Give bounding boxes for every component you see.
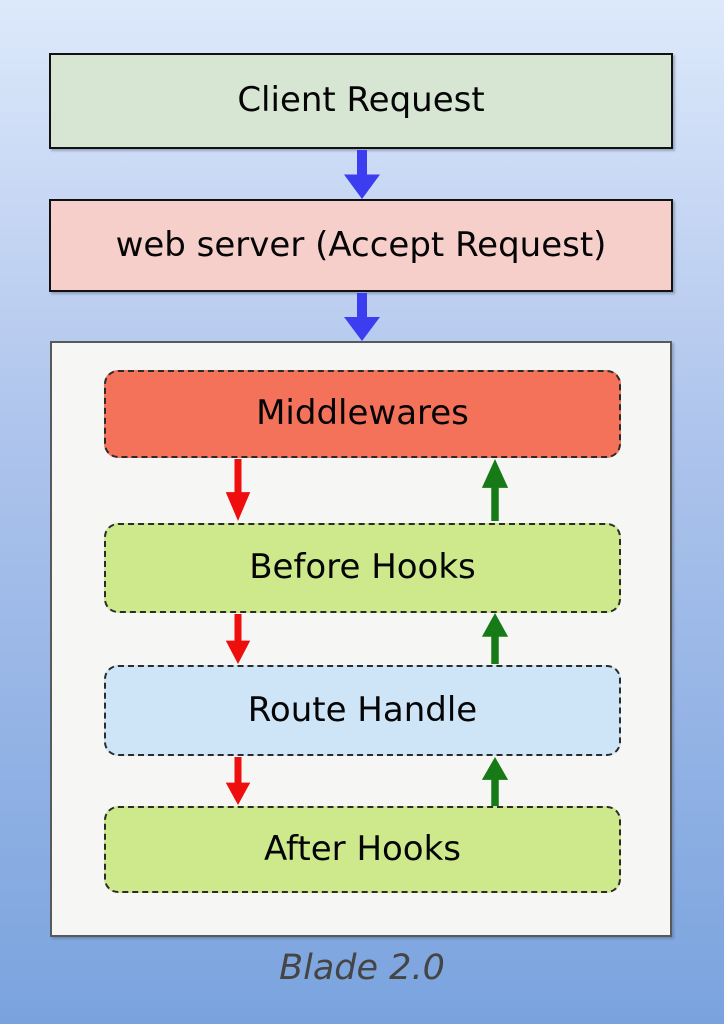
blue-arrow-down-icon	[344, 293, 380, 341]
node-after-hooks-label: After Hooks	[263, 828, 462, 869]
node-before-hooks: Before Hooks	[104, 523, 621, 613]
node-before-hooks-label: Before Hooks	[249, 547, 476, 588]
red-arrow-down-icon	[225, 459, 251, 521]
diagram-caption: Blade 2.0	[279, 948, 445, 988]
node-web-server-label: web server (Accept Request)	[115, 224, 607, 265]
red-arrow-down-icon	[225, 614, 251, 664]
node-web-server: web server (Accept Request)	[49, 199, 673, 292]
node-middlewares-label: Middlewares	[256, 393, 469, 434]
node-route-handle-label: Route Handle	[247, 689, 478, 730]
node-middlewares: Middlewares	[104, 370, 621, 458]
blue-arrow-down-icon	[344, 150, 380, 199]
green-arrow-up-icon	[481, 613, 509, 664]
node-route-handle: Route Handle	[104, 665, 621, 756]
node-client-request-label: Client Request	[237, 80, 485, 121]
green-arrow-up-icon	[481, 757, 509, 806]
request-lifecycle-panel: Middlewares Before Hooks Route Handle Af…	[50, 341, 672, 937]
node-client-request: Client Request	[49, 53, 673, 149]
green-arrow-up-icon	[481, 459, 509, 521]
red-arrow-down-icon	[225, 757, 251, 805]
node-after-hooks: After Hooks	[104, 806, 621, 893]
